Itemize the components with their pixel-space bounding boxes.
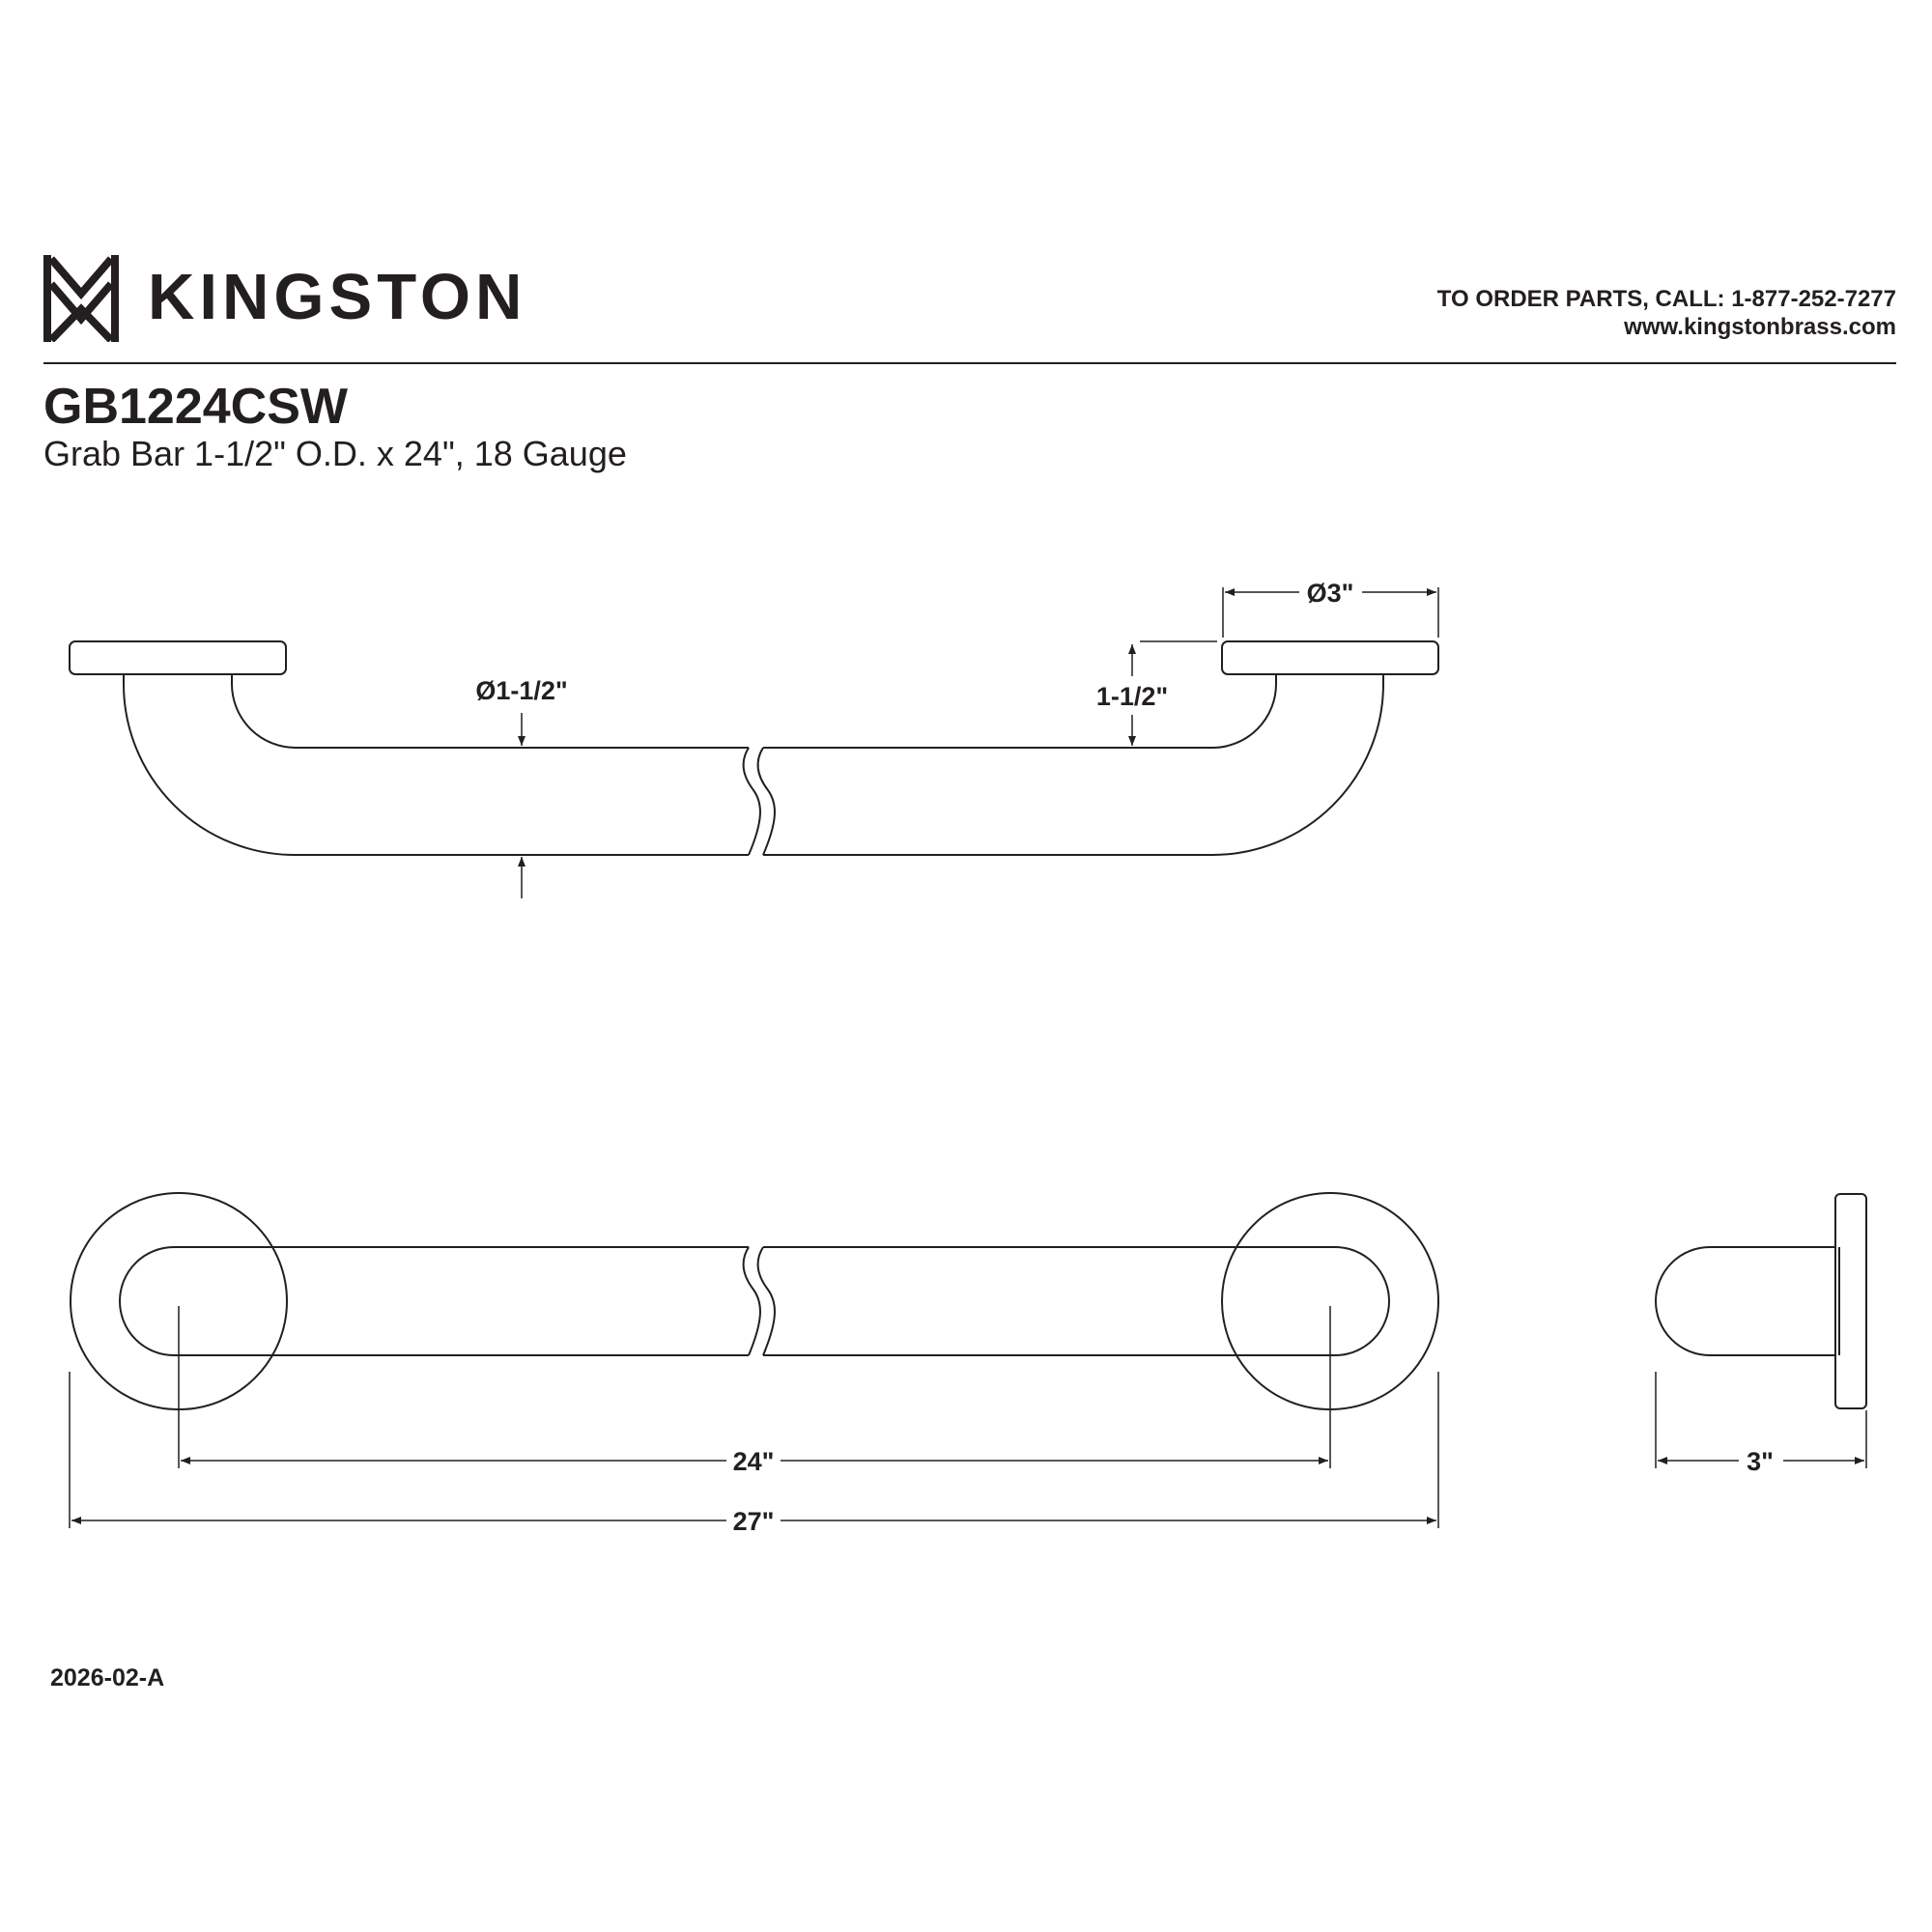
- contact-info: TO ORDER PARTS, CALL: 1-877-252-7277 www…: [1437, 285, 1896, 341]
- break-line-front: [742, 1246, 761, 1356]
- left-bend: [123, 674, 749, 856]
- side-view: [1655, 1193, 1867, 1409]
- right-bend: [763, 674, 1384, 856]
- side-flange: [1834, 1193, 1867, 1409]
- brand-name: KINGSTON: [148, 261, 527, 333]
- flange-diameter-label: Ø3": [1307, 579, 1354, 608]
- left-flange-side: [69, 640, 287, 675]
- projection-label: 3": [1747, 1447, 1774, 1476]
- right-flange-side: [1221, 640, 1439, 675]
- break-line-top: [742, 747, 761, 856]
- kingston-monogram-icon: [43, 255, 119, 342]
- wall-clearance-label: 1-1/2": [1096, 682, 1168, 711]
- header-divider: [43, 362, 1896, 364]
- product-description: Grab Bar 1-1/2" O.D. x 24", 18 Gauge: [43, 434, 627, 473]
- bar-diameter-label: Ø1-1/2": [475, 676, 567, 705]
- model-number: GB1224CSW: [43, 379, 348, 435]
- order-parts-phone: TO ORDER PARTS, CALL: 1-877-252-7277: [1436, 286, 1896, 312]
- overall-length-label: 27": [733, 1507, 775, 1536]
- website-link[interactable]: www.kingstonbrass.com: [1624, 314, 1896, 340]
- center-to-center-label: 24": [733, 1447, 775, 1476]
- revision-code: 2026-02-A: [50, 1664, 165, 1691]
- front-view: [70, 1192, 1439, 1410]
- top-view: [69, 640, 1439, 856]
